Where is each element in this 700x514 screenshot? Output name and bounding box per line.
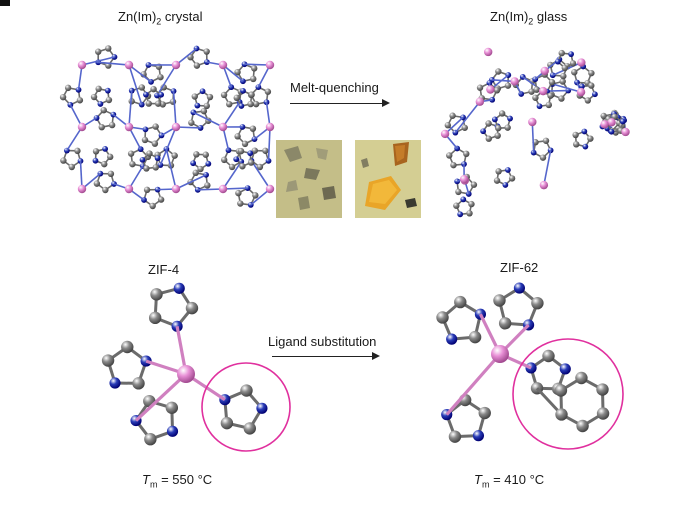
glass-label: Zn(Im)2 glass xyxy=(490,9,568,27)
ligand-substitution-arrow xyxy=(272,352,380,360)
zif62-ligand-highlight xyxy=(512,338,624,450)
zif4-label: ZIF-4 xyxy=(148,262,180,277)
zif4-ligand-highlight xyxy=(201,362,291,452)
crystal-network xyxy=(59,45,275,210)
zif4-structure xyxy=(101,282,268,446)
zif62-structure xyxy=(436,282,610,443)
zif62-label: ZIF-62 xyxy=(500,260,539,275)
ligand-substitution-label: Ligand substitution xyxy=(268,334,377,349)
zif62-melting-point: Tm = 410 °C xyxy=(474,472,545,490)
crystal-label: Zn(Im)2 crystal xyxy=(118,9,203,27)
figure-corner-mark xyxy=(0,0,10,6)
crystal-photo xyxy=(276,140,342,218)
glass-photo xyxy=(355,140,421,218)
glass-network xyxy=(440,47,630,218)
melt-quenching-arrow xyxy=(290,99,390,107)
melt-quenching-label: Melt-quenching xyxy=(290,80,379,95)
zif4-melting-point: Tm = 550 °C xyxy=(142,472,213,490)
